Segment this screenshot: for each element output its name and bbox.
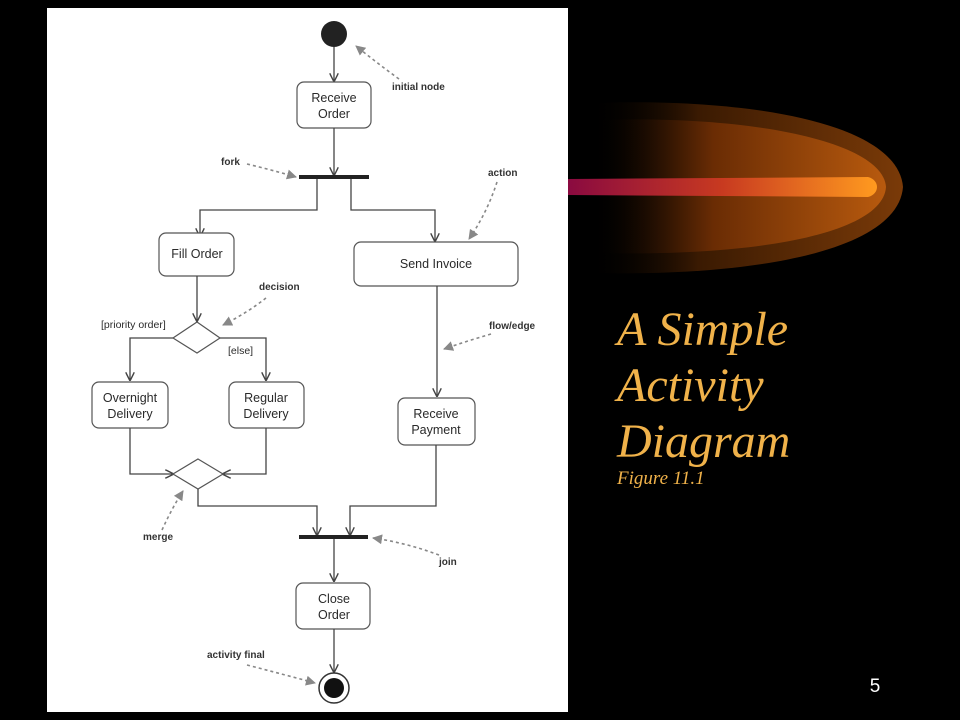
activity-diagram: Receive Order Fill Order Send Invoice (91, 21, 536, 704)
slide-title-line-1: A Simple (617, 303, 789, 356)
annotation-initial-node: initial node (355, 45, 445, 93)
receive-order-line1: Receive (311, 91, 356, 105)
decision-node (171, 321, 222, 354)
flow-regular-to-merge (223, 428, 267, 474)
annotation-fork-label: fork (221, 157, 240, 168)
annotation-decision: decision (222, 282, 300, 326)
slide-title-line-3: Diagram (617, 415, 791, 468)
slide-subtitle: Figure 11.1 (617, 468, 705, 489)
guard-priority-order: [priority order] (101, 319, 166, 331)
annotation-action: action (468, 168, 517, 240)
annotation-merge: merge (143, 490, 184, 543)
close-order-line2: Order (318, 608, 350, 622)
flow-overnight-to-merge (129, 428, 173, 474)
annotation-activity-final-label: activity final (207, 650, 265, 661)
action-regular-delivery: Regular Delivery (228, 381, 305, 429)
flow-payment-to-join (350, 445, 437, 535)
fill-order-label: Fill Order (171, 247, 222, 261)
annotation-initial-node-label: initial node (392, 82, 445, 93)
action-receive-order: Receive Order (296, 81, 372, 129)
close-order-line1: Close (318, 592, 350, 606)
action-overnight-delivery: Overnight Delivery (91, 381, 169, 429)
annotation-merge-label: merge (143, 532, 173, 543)
annotation-action-label: action (488, 168, 517, 179)
fork-bar (299, 175, 369, 179)
send-invoice-label: Send Invoice (400, 257, 472, 271)
receive-payment-line1: Receive (413, 407, 458, 421)
annotation-fork: fork (221, 157, 297, 180)
join-bar (299, 535, 368, 539)
action-close-order: Close Order (295, 582, 371, 630)
flow-decision-to-regular (220, 337, 266, 380)
annotation-decision-label: decision (259, 282, 300, 293)
flow-fork-to-fill-order (200, 179, 318, 236)
receive-payment-line2: Payment (411, 423, 461, 437)
overnight-delivery-line1: Overnight (103, 391, 158, 405)
annotation-flow-edge: flow/edge (443, 321, 536, 351)
annotation-flow-edge-label: flow/edge (489, 321, 536, 332)
overnight-delivery-line2: Delivery (107, 407, 153, 421)
flow-decision-to-overnight (130, 337, 173, 380)
receive-order-line2: Order (318, 107, 350, 121)
guard-else: [else] (228, 345, 253, 357)
slide-title-block: A Simple Activity Diagram Figure 11.1 (617, 302, 947, 490)
regular-delivery-line1: Regular (244, 391, 288, 405)
activity-final-node (318, 672, 350, 704)
activity-diagram-figure: Receive Order Fill Order Send Invoice (47, 8, 568, 712)
comet-decoration (568, 102, 903, 274)
merge-node (171, 458, 225, 490)
action-fill-order: Fill Order (158, 232, 235, 277)
action-send-invoice: Send Invoice (353, 241, 519, 287)
page-number: 5 (869, 676, 881, 697)
annotation-activity-final: activity final (207, 650, 316, 686)
regular-delivery-line2: Delivery (243, 407, 289, 421)
initial-node (321, 21, 347, 47)
annotation-join-label: join (438, 557, 457, 568)
flow-fork-to-send-invoice (350, 179, 435, 241)
slide-title-line-2: Activity (617, 359, 764, 412)
action-receive-payment: Receive Payment (397, 397, 476, 446)
flow-merge-to-join (197, 489, 317, 535)
annotation-join: join (372, 534, 457, 568)
